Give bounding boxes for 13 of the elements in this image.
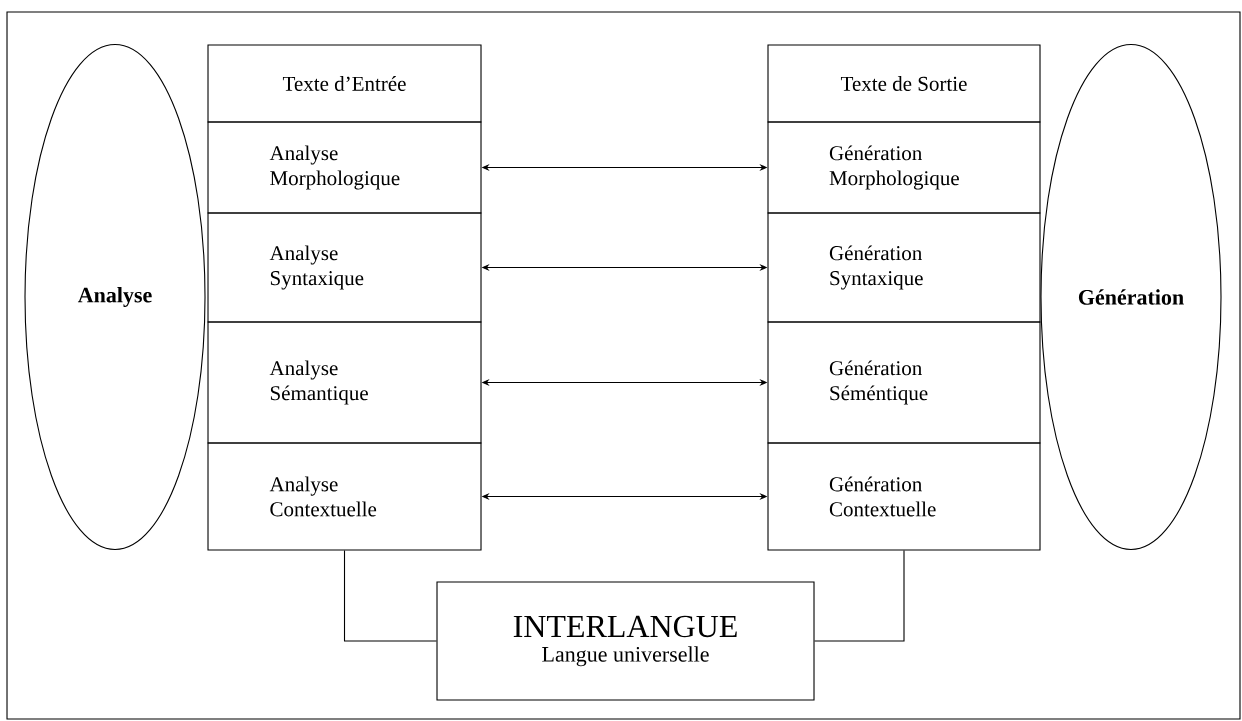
process-box: Analyse Contextuelle: [207, 442, 482, 551]
connector-line: [343, 550, 437, 642]
interlingua-box: INTERLANGUE Langue universelle: [436, 581, 815, 701]
process-box: Texte d’Entrée: [207, 44, 482, 123]
process-box: Analyse Sémantique: [207, 321, 482, 444]
connector-line: [814, 550, 905, 642]
process-box: Texte de Sortie: [767, 44, 1041, 123]
process-box: Génération Morphologique: [767, 121, 1041, 214]
process-box: Analyse Syntaxique: [207, 212, 482, 323]
process-box: Analyse Morphologique: [207, 121, 482, 214]
process-box: Génération Syntaxique: [767, 212, 1041, 323]
process-box: Génération Séméntique: [767, 321, 1041, 444]
process-box: Génération Contextuelle: [767, 442, 1041, 551]
